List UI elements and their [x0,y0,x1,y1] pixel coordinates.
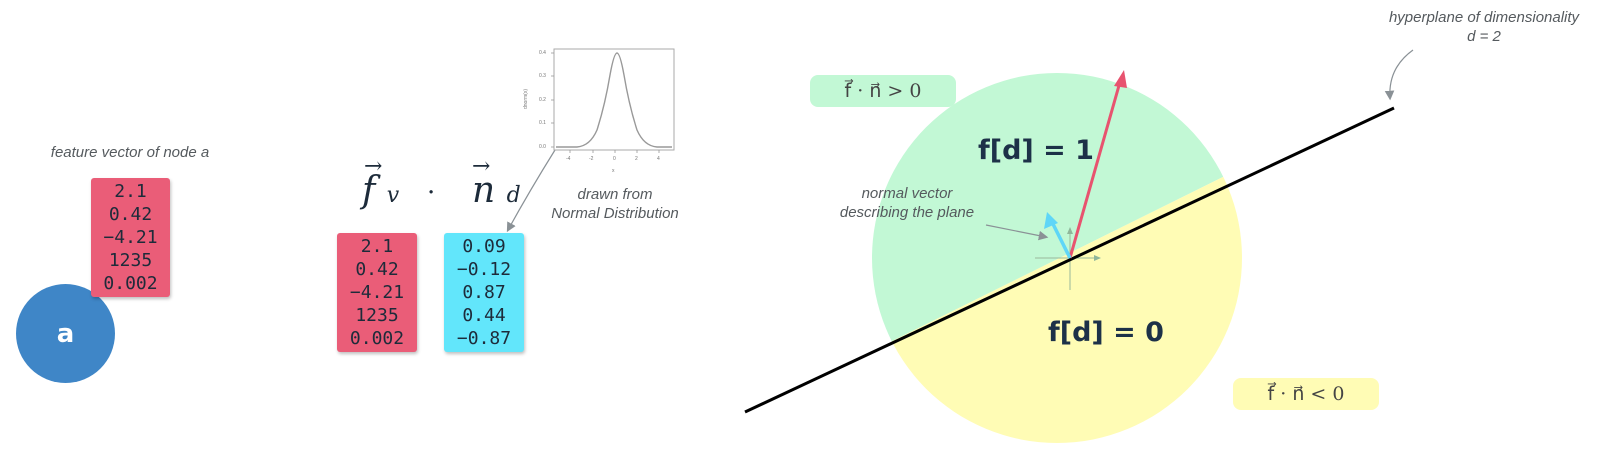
vector-value: 0.002 [349,328,405,349]
positive-condition: f⃗ · n⃗ > 0 [844,80,922,102]
hyperplane-caption-pointer-icon [1384,49,1414,101]
normal-caption-pointer-icon [985,224,1049,241]
caption-line: normal vector [861,185,953,202]
vector-value: 0.44 [462,305,506,326]
x-tick: 4 [657,156,660,162]
negative-condition-box: f⃗ · n⃗ < 0 [1233,378,1379,410]
node-label: a [56,318,75,349]
node-caption: feature vector of node a [50,144,210,161]
y-tick: 0.0 [539,144,546,150]
hyperplane-line [744,106,1395,414]
normal-dist-pointer-icon [506,149,556,233]
negative-condition: f⃗ · n⃗ < 0 [1267,383,1345,405]
caption-line: describing the plane [839,204,975,221]
vector-value: 2.1 [360,236,394,257]
feature-vector-arrow [1068,70,1127,259]
x-tick: -2 [589,156,594,162]
x-tick: 0 [613,156,616,162]
plot-xlabel: x [612,168,615,174]
n-symbol: n [472,170,496,211]
vector-value: 0.002 [103,273,158,294]
plot-y-ticks: 0.0 0.1 0.2 0.3 0.4 [539,48,549,152]
plot-ylabel: dnorm(x) [523,88,530,110]
vector-value: −4.21 [103,227,158,248]
positive-region-label: f[d] = 1 [978,135,1094,166]
f-vector-values: 2.1 0.42 −4.21 1235 0.002 [337,233,417,352]
vector-value: −0.12 [456,259,512,280]
vector-value: 2.1 [114,181,147,202]
vector-value: 1235 [355,305,399,326]
n-vector-values: 0.09 −0.12 0.87 0.44 −0.87 [444,233,524,352]
normal-dist-caption: drawn from Normal Distribution [540,185,690,223]
normal-vector-arrow [1044,212,1072,259]
y-tick: 0.1 [539,120,546,126]
caption-line: Normal Distribution [551,205,679,222]
caption-line: hyperplane of dimensionality [1388,9,1580,26]
f-subscript: v [386,183,400,208]
caption-line: drawn from [577,186,653,203]
plot-x-ticks: -4 -2 0 2 4 [562,156,672,166]
caption-line: d = 2 [1467,28,1501,45]
node-feature-vector: 2.1 0.42 −4.21 1235 0.002 [91,178,170,297]
x-tick: -4 [566,156,571,162]
vector-arrow-icon: → [364,154,383,179]
n-subscript: d [506,183,521,208]
n-vector-symbol: n → d [472,154,521,211]
y-tick: 0.2 [539,97,546,103]
f-vector-symbol: f → v [362,154,400,211]
dot-operator: · [427,178,436,208]
positive-condition-box: f⃗ · n⃗ > 0 [810,75,956,107]
vector-value: −4.21 [349,282,405,303]
vector-value: 0.42 [108,204,153,225]
vector-arrow-icon: → [472,154,491,179]
x-tick: 2 [635,156,638,162]
vector-value: 1235 [108,250,153,271]
node-a[interactable]: a [16,284,115,383]
normal-vector-caption: normal vector describing the plane [822,184,992,222]
hyperplane-caption: hyperplane of dimensionality d = 2 [1364,8,1600,46]
vector-value: −0.87 [456,328,512,349]
y-tick: 0.3 [539,73,546,79]
vector-value: 0.87 [462,282,506,303]
normal-distribution-plot [551,48,675,153]
f-symbol: f [362,170,376,211]
negative-region-label: f[d] = 0 [1048,317,1164,348]
vector-value: 0.42 [355,259,399,280]
y-tick: 0.4 [539,50,546,56]
vector-value: 0.09 [462,236,506,257]
